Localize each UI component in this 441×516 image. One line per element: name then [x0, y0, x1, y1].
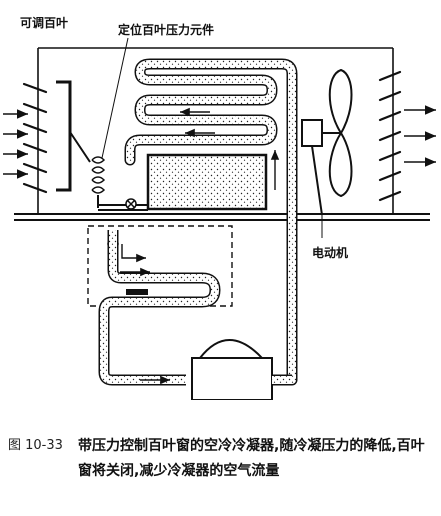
outlet-air-arrows — [404, 105, 436, 167]
outlet-louvers — [378, 70, 402, 202]
liquid-line — [98, 204, 148, 211]
compressor — [191, 339, 273, 400]
base-rail — [14, 213, 430, 221]
pressure-element-label: 定位百叶压力元件 — [118, 23, 215, 37]
lower-tube — [98, 230, 221, 386]
coil-flow-arrows — [180, 107, 280, 190]
pressure-element-leader — [101, 37, 129, 159]
pressure-element — [91, 156, 106, 208]
inlet-air-arrows — [3, 109, 28, 179]
louver-label: 可调百叶 — [20, 16, 69, 30]
louver-linkage — [56, 80, 91, 192]
sensor-bulb — [126, 289, 148, 295]
box-flow-arrows — [120, 244, 150, 277]
motor-label: 电动机 — [312, 246, 349, 260]
caption-text: 带压力控制百叶窗的空冷冷凝器,随冷凝压力的降低,百叶窗将关闭,减少冷凝器的空气流… — [78, 438, 425, 479]
figure-number: 图 10-33 — [8, 438, 63, 453]
fan-blades — [328, 68, 353, 198]
condenser-diagram — [3, 37, 436, 400]
condenser-coil — [124, 58, 298, 386]
fan-motor — [301, 119, 340, 216]
louver-blades — [22, 82, 48, 194]
receiver-tank — [146, 153, 268, 211]
